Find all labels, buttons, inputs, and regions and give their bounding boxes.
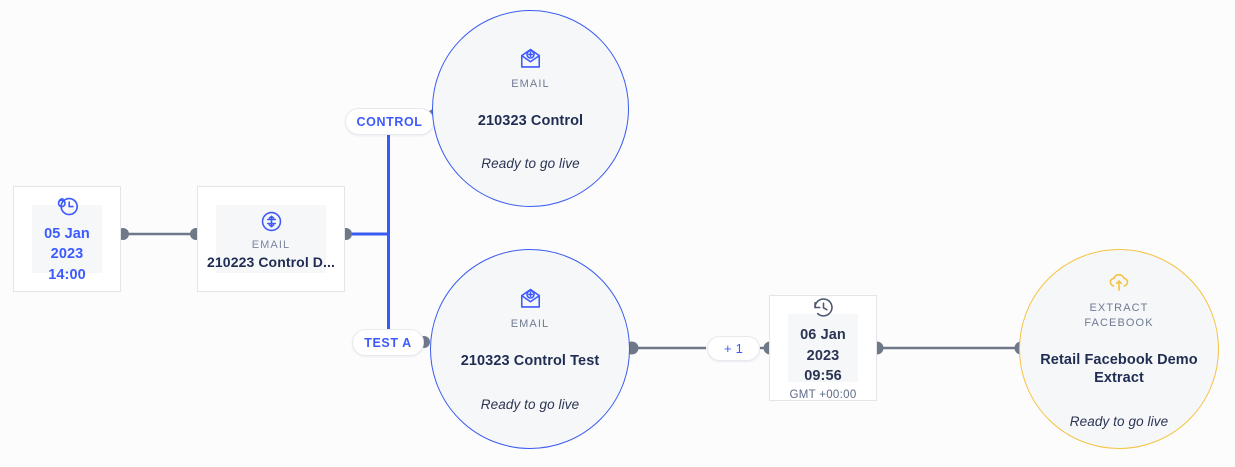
split-email-kind: EMAIL — [251, 238, 291, 251]
schedule-time: 14:00 — [48, 266, 86, 283]
hidden-steps-badge-text: + 1 — [723, 341, 744, 356]
node-schedule[interactable]: 05 Jan 2023 14:00 — [13, 186, 121, 292]
split-email-title: 210223 Control D... — [207, 253, 335, 270]
extract-kind-line-2: FACEBOOK — [1084, 316, 1154, 329]
control-email-title: 210323 Control — [477, 112, 584, 129]
email-add-icon — [518, 286, 543, 311]
extract-kind: EXTRACT FACEBOOK — [1084, 301, 1153, 331]
node-schedule-body: 05 Jan 2023 14:00 — [32, 197, 102, 283]
schedule-clock-icon — [54, 193, 80, 219]
node-extract-facebook[interactable]: EXTRACT FACEBOOK Retail Facebook Demo Ex… — [1019, 249, 1219, 449]
hidden-steps-badge[interactable]: + 1 — [707, 336, 760, 361]
control-email-kind: EMAIL — [511, 77, 550, 90]
extract-kind-line-1: EXTRACT — [1089, 301, 1149, 314]
test-email-status: Ready to go live — [480, 396, 580, 412]
control-email-status: Ready to go live — [481, 156, 580, 172]
wait-time: 09:56 — [804, 368, 842, 385]
extract-status: Ready to go live — [1069, 414, 1169, 430]
node-wait[interactable]: 06 Jan 2023 09:56 GMT +00:00 — [769, 295, 877, 401]
email-add-icon — [518, 46, 543, 71]
schedule-date: 05 Jan 2023 — [44, 225, 90, 263]
test-email-kind: EMAIL — [510, 318, 550, 331]
node-control-email[interactable]: EMAIL 210323 Control Ready to go live — [432, 10, 629, 207]
branch-label-test-a-text: TEST A — [364, 335, 412, 350]
node-split-email-body: EMAIL 210223 Control D... — [207, 205, 335, 273]
cloud-upload-icon — [1106, 269, 1132, 295]
wait-date: 06 Jan 2023 — [800, 327, 846, 364]
ab-split-icon — [259, 209, 284, 234]
history-clock-icon — [811, 295, 836, 320]
test-email-title: 210323 Control Test — [460, 353, 600, 369]
branch-label-control-text: CONTROL — [356, 114, 423, 129]
extract-title: Retail Facebook Demo Extract — [1040, 351, 1198, 387]
branch-label-control[interactable]: CONTROL — [345, 108, 434, 135]
wait-timezone: GMT +00:00 — [789, 388, 857, 401]
node-split-email[interactable]: EMAIL 210223 Control D... — [197, 186, 345, 292]
node-test-email[interactable]: EMAIL 210323 Control Test Ready to go li… — [430, 249, 630, 449]
node-wait-body: 06 Jan 2023 09:56 GMT +00:00 — [788, 298, 858, 401]
branch-label-test-a[interactable]: TEST A — [352, 329, 424, 356]
